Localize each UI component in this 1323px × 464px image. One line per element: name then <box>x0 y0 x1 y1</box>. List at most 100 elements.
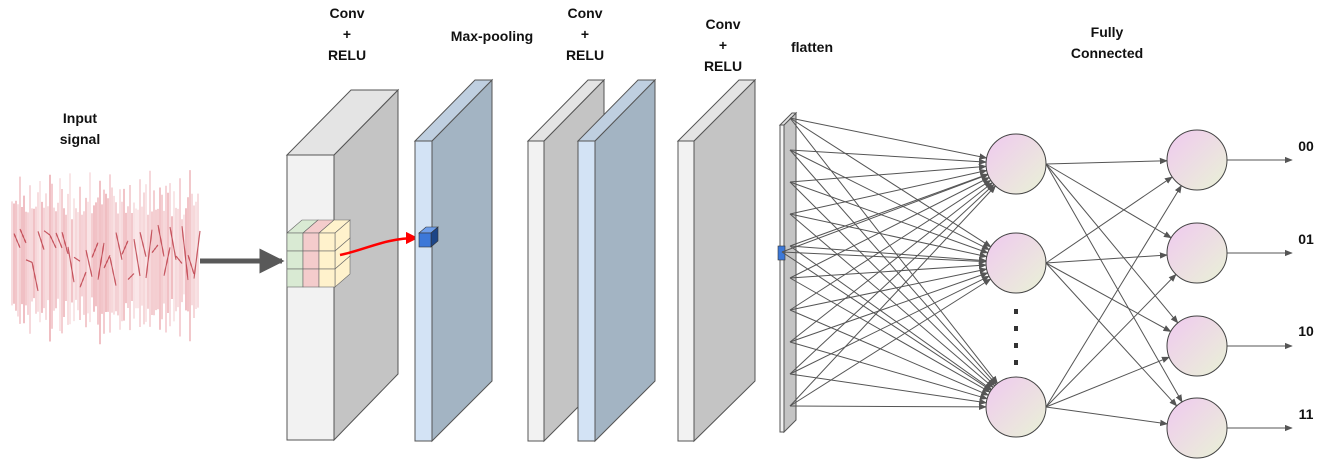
signal-trace <box>37 231 45 250</box>
hidden-neuron-1 <box>985 133 1047 195</box>
convolution-kernel-cube <box>286 219 351 288</box>
connection-edge <box>789 278 992 407</box>
pooled-cell <box>418 226 439 248</box>
conv-block-3-front <box>677 140 695 442</box>
conv-block-3 <box>676 78 757 443</box>
conv-block-2-front <box>527 140 545 442</box>
connection-edge <box>1045 157 1168 165</box>
conv-block-1-front <box>286 154 335 441</box>
pooling-block-front <box>414 140 433 442</box>
input-signal-label: Input signal <box>59 110 101 147</box>
flatten-layer <box>777 111 798 434</box>
signal-trace <box>19 228 27 244</box>
signal-trace <box>13 233 21 249</box>
signal-trace <box>139 232 147 257</box>
hidden-neuron-2 <box>985 232 1047 294</box>
conv-block-1 <box>285 88 400 442</box>
connection-edge <box>1045 163 1183 403</box>
connection-edge <box>781 251 987 265</box>
output-neuron-00 <box>1166 129 1228 191</box>
signal-trace <box>163 247 171 276</box>
connection-edge <box>789 117 992 248</box>
connection-edge <box>789 182 994 343</box>
connection-edge <box>789 277 991 393</box>
connection-edge <box>1045 176 1173 264</box>
connection-edges <box>781 117 1293 432</box>
signal-trace <box>97 242 105 280</box>
connection-edge <box>1045 262 1172 332</box>
signal-trace <box>121 240 129 255</box>
signal-trace <box>79 271 87 288</box>
connection-edge <box>789 179 992 311</box>
pooling-block-side <box>431 78 493 443</box>
signal-trace <box>73 256 81 262</box>
connection-edge <box>1045 163 1172 239</box>
conv-block-2-pool <box>576 78 657 443</box>
signal-trace <box>25 259 33 263</box>
connection-edge <box>789 168 988 215</box>
flatten-label: flatten <box>791 39 833 55</box>
kernel-cell <box>286 268 304 288</box>
output-neuron-01 <box>1166 222 1228 284</box>
signal-trace <box>193 230 201 279</box>
connection-edge <box>1045 356 1170 408</box>
signal-trace <box>127 273 135 281</box>
conv-block-2-pool-side <box>594 78 656 443</box>
kernel-cell <box>302 250 320 270</box>
connection-edge <box>789 149 987 165</box>
connection-edge <box>789 149 990 251</box>
output-label-00: 00 <box>1298 138 1314 154</box>
connection-edge <box>789 181 996 387</box>
connection-edge <box>789 213 988 259</box>
connection-edge <box>789 245 987 264</box>
kernel-cell <box>318 250 336 270</box>
signal-trace <box>181 226 189 281</box>
connection-edge <box>1045 184 1182 408</box>
connection-edge <box>1045 273 1177 408</box>
signal-trace <box>61 231 69 255</box>
signal-trace <box>49 235 57 249</box>
neurons <box>985 129 1228 459</box>
signal-trace <box>151 244 159 254</box>
connection-edge <box>1045 262 1178 407</box>
connection-edge <box>789 117 988 160</box>
connection-edge <box>1045 252 1168 264</box>
signal-trace <box>43 230 51 236</box>
connection-edge <box>789 309 990 396</box>
connection-edge <box>789 272 989 343</box>
connection-edge <box>789 173 989 247</box>
kernel-cell <box>286 232 304 252</box>
connection-edge <box>789 149 997 386</box>
connection-edge <box>1045 406 1169 427</box>
kernel-cell <box>318 268 336 288</box>
signal-trace <box>175 255 183 264</box>
hidden-layer-ellipsis <box>1014 309 1018 365</box>
conv-block-2-pool-front <box>577 140 596 442</box>
connection-edge <box>789 183 995 375</box>
kernel-cell <box>286 250 304 270</box>
signal-trace <box>169 226 177 260</box>
kernel-to-pool-arrow <box>339 231 419 257</box>
conv-relu-3-label: Conv + RELU <box>703 16 743 74</box>
connection-edge <box>789 185 997 407</box>
connection-edge <box>789 245 993 391</box>
connection-edge <box>789 213 994 389</box>
signal-trace <box>55 232 63 249</box>
output-neuron-10 <box>1166 315 1228 377</box>
hidden-neuron-3 <box>985 376 1047 438</box>
connection-edge <box>1045 163 1179 324</box>
signal-trace <box>91 242 99 258</box>
signal-trace <box>187 254 195 275</box>
connection-edge <box>789 275 990 375</box>
connection-edge <box>781 251 992 391</box>
connection-edge <box>789 163 987 183</box>
pooling-block <box>413 78 494 443</box>
max-pooling-label: Max-pooling <box>450 28 534 44</box>
conv-relu-1-label: Conv + RELU <box>327 5 367 63</box>
connection-edge <box>789 177 990 279</box>
connection-edge <box>789 267 988 311</box>
kernel-cell <box>302 232 320 252</box>
signal-trace <box>103 254 111 269</box>
connection-edge <box>789 181 989 254</box>
